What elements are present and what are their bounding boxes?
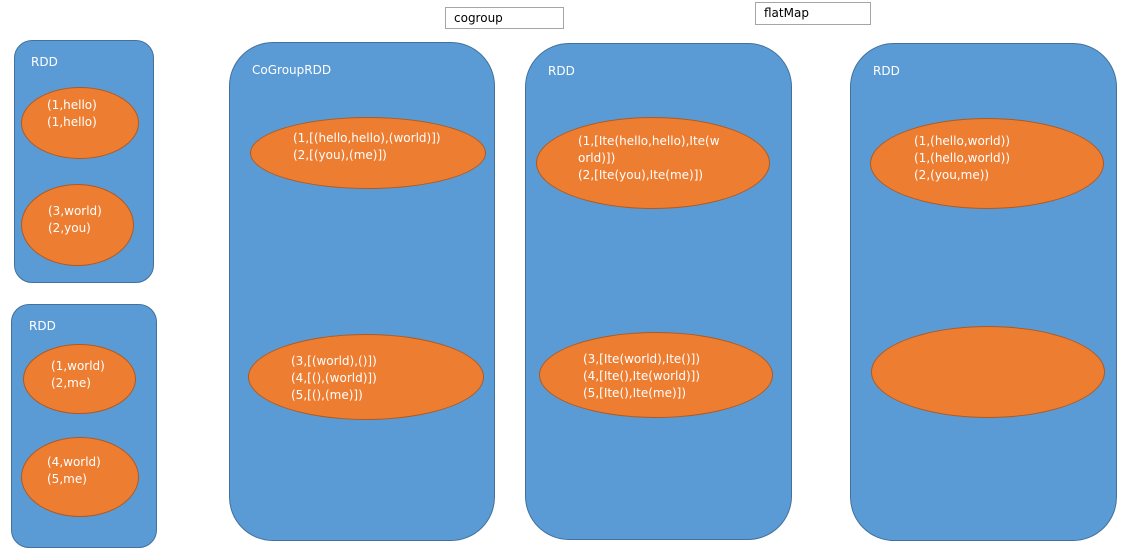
cogroup-rdd-partition-1 bbox=[250, 117, 486, 189]
record-line: (1,[Ite(hello,hello),Ite(w bbox=[578, 134, 720, 148]
rdd-box-1-title: RDD bbox=[31, 55, 58, 69]
rdd-2-partition-1-text: (1,world) (2,me) bbox=[51, 358, 105, 392]
cogroup-rdd-partition-1-text: (1,[(hello,hello),(world)]) (2,[(you),(m… bbox=[293, 130, 441, 164]
flatmap-label: flatMap bbox=[755, 2, 871, 25]
cogroup-label: cogroup bbox=[445, 7, 564, 29]
iter-rdd-title: RDD bbox=[548, 64, 575, 78]
record-line: (2,(you,me)) bbox=[914, 168, 990, 182]
result-rdd-title: RDD bbox=[873, 64, 900, 78]
rdd-1-partition-2 bbox=[21, 184, 134, 266]
record-line: (5,[Ite(),Ite(me)]) bbox=[583, 386, 687, 400]
rdd-1-partition-2-text: (3,world) (2,you) bbox=[48, 203, 102, 237]
record-line: (4,[Ite(),Ite(world)]) bbox=[583, 369, 701, 383]
record-line: (1,world) bbox=[51, 359, 105, 373]
record-line: (2,you) bbox=[48, 221, 91, 235]
record-line: (2,[Ite(you),Ite(me)]) bbox=[578, 168, 704, 182]
cogroup-rdd-partition-2-text: (3,[(world),()]) (4,[(),(world)]) (5,[()… bbox=[291, 353, 377, 404]
record-line: (1,[(hello,hello),(world)]) bbox=[293, 131, 441, 145]
rdd-1-partition-1 bbox=[21, 87, 139, 159]
record-line: (1,hello) bbox=[47, 115, 97, 129]
result-rdd-partition-1 bbox=[870, 118, 1104, 209]
cogroup-rdd-partition-2 bbox=[248, 334, 484, 420]
rdd-2-partition-2 bbox=[21, 437, 139, 517]
iter-rdd-partition-1-text: (1,[Ite(hello,hello),Ite(w orld)]) (2,[I… bbox=[578, 133, 720, 184]
record-line: (3,[Ite(world),Ite()]) bbox=[583, 352, 701, 366]
record-line: (2,[(you),(me)]) bbox=[293, 148, 387, 162]
rdd-box-2-title: RDD bbox=[29, 319, 56, 333]
record-line: (1,(hello,world)) bbox=[914, 151, 1011, 165]
record-line: (1,hello) bbox=[47, 98, 97, 112]
record-line: (1,(hello,world)) bbox=[914, 134, 1011, 148]
record-line: (5,me) bbox=[47, 472, 87, 486]
iter-rdd-partition-2 bbox=[539, 332, 773, 418]
iter-rdd-partition-1 bbox=[536, 117, 770, 209]
cogroup-rdd-title: CoGroupRDD bbox=[252, 63, 332, 77]
record-line: (3,[(world),()]) bbox=[291, 354, 377, 368]
rdd-1-partition-1-text: (1,hello) (1,hello) bbox=[47, 97, 97, 131]
record-line: (4,world) bbox=[47, 455, 101, 469]
result-rdd-partition-2-empty bbox=[871, 326, 1105, 418]
record-line: (2,me) bbox=[51, 376, 91, 390]
rdd-2-partition-1 bbox=[23, 344, 136, 414]
record-line: (4,[(),(world)]) bbox=[291, 371, 377, 385]
record-line: (3,world) bbox=[48, 204, 102, 218]
result-rdd-partition-1-text: (1,(hello,world)) (1,(hello,world)) (2,(… bbox=[914, 133, 1010, 184]
rdd-2-partition-2-text: (4,world) (5,me) bbox=[47, 454, 101, 488]
record-line: orld)]) bbox=[578, 151, 616, 165]
record-line: (5,[(),(me)]) bbox=[291, 388, 363, 402]
iter-rdd-partition-2-text: (3,[Ite(world),Ite()]) (4,[Ite(),Ite(wor… bbox=[583, 351, 700, 402]
